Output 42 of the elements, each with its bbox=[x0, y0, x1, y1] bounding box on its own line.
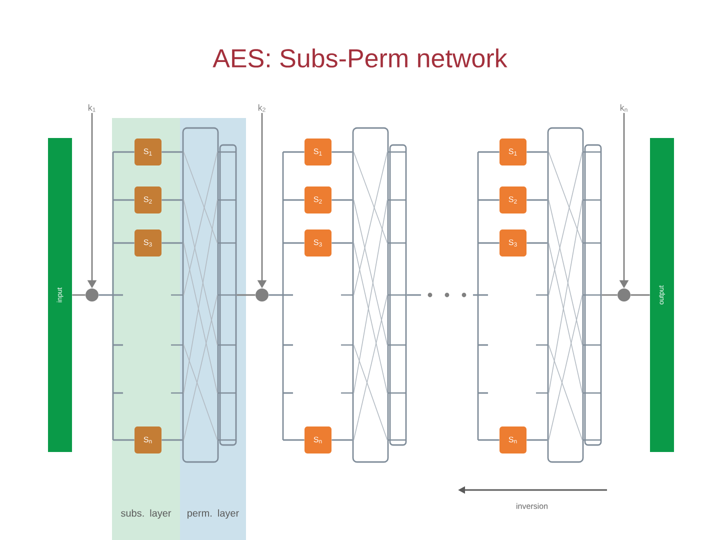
connector bbox=[332, 439, 352, 441]
split-connector bbox=[268, 151, 305, 441]
s-box: S$_{n}$ bbox=[134, 426, 162, 454]
connector bbox=[332, 151, 352, 153]
connector bbox=[630, 294, 650, 296]
s-box: S$_{1}$ bbox=[134, 138, 162, 166]
split-connector bbox=[98, 151, 135, 441]
key-label: k$_{n}$ bbox=[620, 104, 628, 112]
connector bbox=[236, 294, 256, 296]
connector bbox=[332, 242, 352, 244]
connector bbox=[526, 151, 548, 153]
connector bbox=[332, 199, 352, 201]
permutation-box bbox=[341, 127, 389, 463]
s-box: S$_{3}$ bbox=[134, 230, 162, 256]
title: AES: Subs-Perm network bbox=[212, 48, 508, 68]
s-box: S$_{1}$ bbox=[500, 138, 526, 166]
connector bbox=[162, 151, 182, 153]
connector bbox=[72, 294, 86, 296]
s-box: S$_{1}$ bbox=[304, 138, 332, 166]
s-box: S$_{3}$ bbox=[500, 230, 526, 256]
s-box: S$_{2}$ bbox=[304, 186, 332, 214]
connector bbox=[602, 294, 618, 296]
key-label: k$_{2}$ bbox=[258, 104, 266, 112]
key-label: k$_{1}$ bbox=[88, 104, 96, 112]
split-connector bbox=[406, 151, 500, 441]
s-box: S$_{n}$ bbox=[500, 426, 526, 454]
output-bus-box bbox=[583, 144, 602, 446]
output-bus-box bbox=[218, 144, 237, 446]
permutation-box bbox=[171, 127, 219, 463]
connector bbox=[162, 242, 182, 244]
connector bbox=[526, 199, 548, 201]
output-bus-box bbox=[388, 144, 407, 446]
permutation-box bbox=[536, 127, 584, 463]
arrow-caption: inversion bbox=[516, 503, 548, 509]
s-box: S$_{3}$ bbox=[304, 230, 332, 256]
connector bbox=[526, 439, 548, 441]
s-box: S$_{2}$ bbox=[134, 186, 162, 214]
connector bbox=[162, 199, 182, 201]
connector bbox=[526, 242, 548, 244]
s-box: S$_{n}$ bbox=[304, 426, 332, 454]
connector bbox=[162, 439, 182, 441]
s-box: S$_{2}$ bbox=[500, 186, 526, 214]
